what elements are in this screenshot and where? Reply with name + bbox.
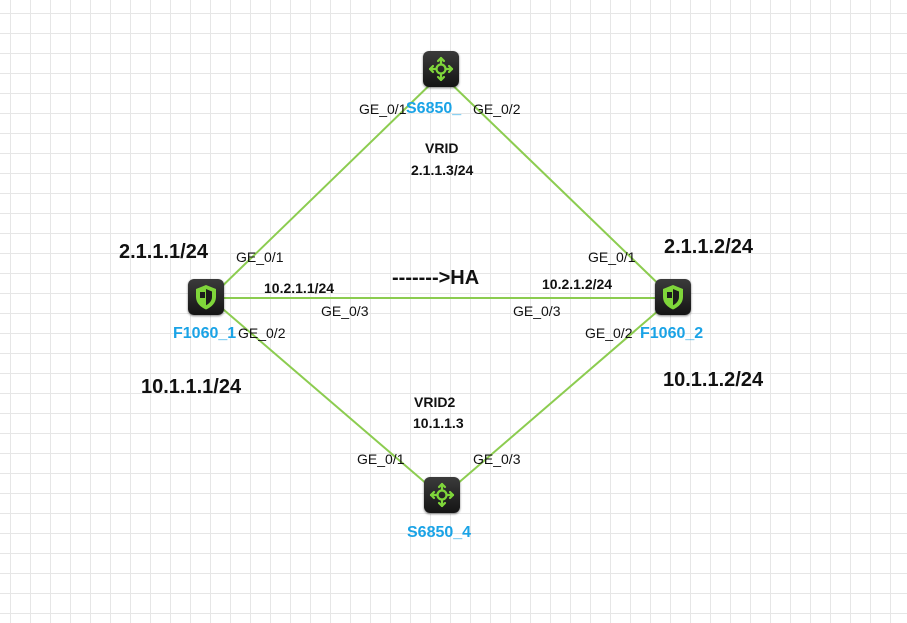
- link-fw1-bottom-switch: [209, 297, 443, 498]
- fw2-lower-ip-label: 10.1.1.2/24: [663, 369, 764, 391]
- fw2-ha-ip-label: 10.2.1.2/24: [542, 276, 613, 292]
- link-fw2-bottom-switch: [441, 297, 674, 498]
- port-label-fw2-ge02: GE_0/2: [585, 325, 633, 341]
- port-label-fw1-ge01: GE_0/1: [236, 249, 284, 265]
- port-label-fw2-ge03: GE_0/3: [513, 303, 561, 319]
- bottom-switch-device[interactable]: [424, 477, 460, 513]
- firewall-right-name: F1060_2: [640, 325, 704, 342]
- vrid2-ip-label: 10.1.1.3: [413, 415, 464, 431]
- link-top-switch-fw1: [209, 73, 442, 299]
- vrid-ip-label: 2.1.1.3/24: [411, 162, 474, 178]
- port-label-bottom-right: GE_0/3: [473, 451, 521, 467]
- firewall-icon: [196, 285, 216, 310]
- firewall-right-device[interactable]: [655, 279, 691, 315]
- port-label-bottom-left: GE_0/1: [357, 451, 405, 467]
- port-label-fw1-ge03: GE_0/3: [321, 303, 369, 319]
- ha-label: ------->HA: [392, 267, 480, 289]
- link-top-switch-fw2: [440, 73, 674, 299]
- top-switch-device[interactable]: [423, 51, 459, 87]
- fw1-ha-ip-label: 10.2.1.1/24: [264, 280, 335, 296]
- vrid2-label: VRID2: [414, 394, 456, 410]
- fw1-lower-ip-label: 10.1.1.1/24: [141, 376, 242, 398]
- port-label-fw1-ge02: GE_0/2: [238, 325, 286, 341]
- switch-icon: [429, 482, 455, 508]
- firewall-left-device[interactable]: [188, 279, 224, 315]
- bottom-switch-name: S6850_4: [407, 524, 472, 541]
- port-label-top-left: GE_0/1: [359, 101, 407, 117]
- vrid-label: VRID: [425, 140, 459, 156]
- fw2-upper-ip-label: 2.1.1.2/24: [664, 236, 753, 258]
- firewall-left-name: F1060_1: [173, 325, 237, 342]
- port-label-top-right: GE_0/2: [473, 101, 521, 117]
- fw1-upper-ip-label: 2.1.1.1/24: [119, 241, 208, 263]
- port-label-fw2-ge01: GE_0/1: [588, 249, 636, 265]
- top-switch-name: S6850_: [406, 100, 462, 117]
- firewall-icon: [663, 285, 683, 310]
- switch-icon: [428, 56, 454, 82]
